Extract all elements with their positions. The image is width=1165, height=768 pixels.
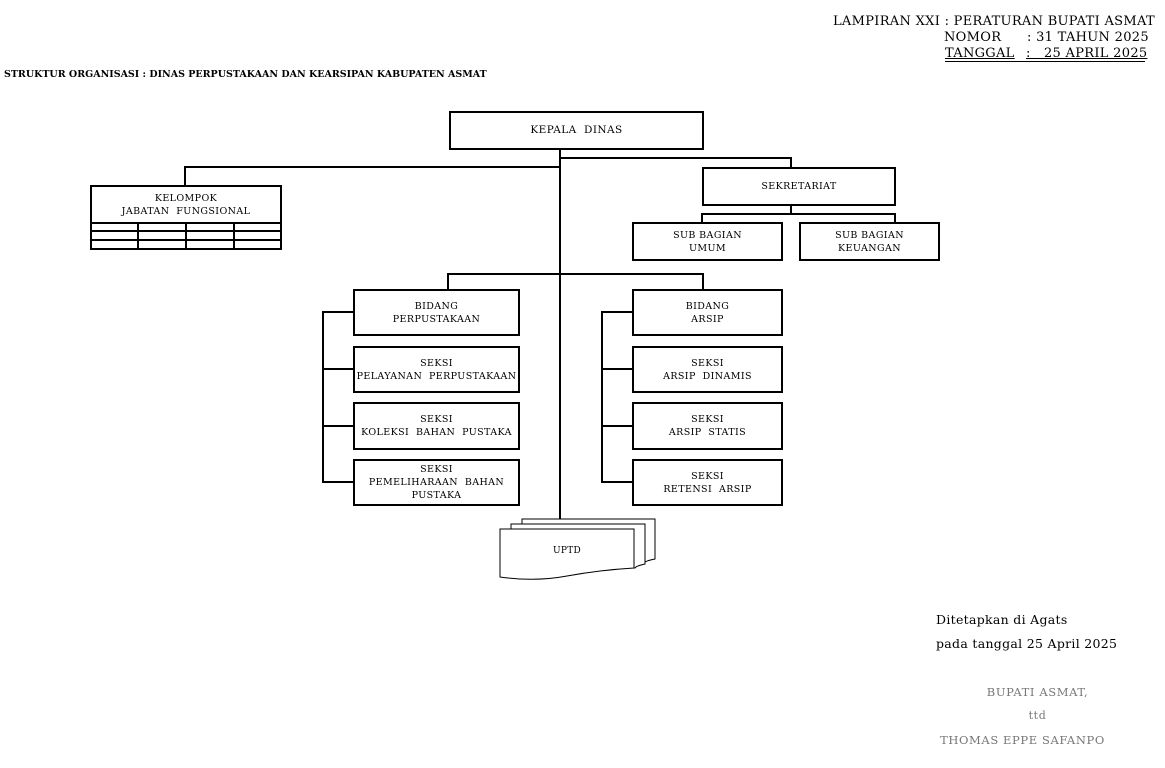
seksi-retensi-line2: RETENSI ARSIP	[663, 483, 752, 495]
seksi-koleksi-bahan-pustaka-box: SEKSI KOLEKSI BAHAN PUSTAKA	[353, 402, 520, 450]
seksi-arsip-dinamis-box: SEKSI ARSIP DINAMIS	[632, 346, 783, 393]
seksi-dinamis-line1: SEKSI	[691, 357, 724, 369]
kelompok-header: KELOMPOK JABATAN FUNGSIONAL	[90, 185, 282, 224]
header-nomor-label: NOMOR	[944, 30, 1002, 45]
seksi-pelayanan-line1: SEKSI	[420, 357, 453, 369]
header-tanggal-label: TANGGAL	[945, 46, 1015, 61]
sub-keuangan-line1: SUB BAGIAN	[835, 229, 904, 241]
bidang-arsip-box: BIDANG ARSIP	[632, 289, 783, 336]
footer-place: Ditetapkan di Agats	[936, 612, 1068, 627]
header-tanggal-value: : 25 APRIL 2025	[1026, 46, 1148, 61]
seksi-koleksi-line2: KOLEKSI BAHAN PUSTAKA	[361, 427, 512, 438]
uptd-document-stack	[499, 518, 656, 580]
seksi-arsip-statis-box: SEKSI ARSIP STATIS	[632, 402, 783, 450]
uptd-label: UPTD	[552, 546, 582, 556]
seksi-statis-line1: SEKSI	[691, 414, 724, 425]
kepala-dinas-label: KEPALA DINAS	[530, 124, 623, 136]
footer-ttd: ttd	[1028, 709, 1047, 722]
seksi-dinamis-line2: ARSIP DINAMIS	[663, 370, 752, 382]
sub-bagian-umum-box: SUB BAGIAN UMUM	[632, 222, 783, 261]
header-lampiran: LAMPIRAN XXI : PERATURAN BUPATI ASMAT	[833, 14, 1155, 29]
seksi-koleksi-line1: SEKSI	[420, 414, 453, 425]
seksi-retensi-arsip-box: SEKSI RETENSI ARSIP	[632, 459, 783, 506]
kepala-dinas-box: KEPALA DINAS	[449, 111, 704, 150]
bidang-perpustakaan-line1: BIDANG	[414, 300, 459, 312]
seksi-retensi-line1: SEKSI	[691, 470, 724, 482]
header-nomor-value: : 31 TAHUN 2025	[1027, 30, 1149, 45]
seksi-pelayanan-perpustakaan-box: SEKSI PELAYANAN PERPUSTAKAAN	[353, 346, 520, 393]
bidang-arsip-line2: ARSIP	[691, 313, 724, 325]
kelompok-jabatan-fungsional-box: KELOMPOK JABATAN FUNGSIONAL	[90, 185, 282, 251]
kelompok-line1: KELOMPOK	[154, 192, 218, 204]
seksi-pemeliharaan-line1: SEKSI	[420, 464, 453, 475]
sub-bagian-keuangan-box: SUB BAGIAN KEUANGAN	[799, 222, 940, 261]
kelompok-line2: JABATAN FUNGSIONAL	[121, 205, 251, 217]
sub-umum-line2: UMUM	[688, 242, 727, 254]
footer-official: BUPATI ASMAT,	[986, 685, 1089, 699]
footer-date: pada tanggal 25 April 2025	[936, 636, 1118, 651]
footer-name: THOMAS EPPE SAFANPO	[940, 733, 1105, 747]
seksi-pelayanan-line2: PELAYANAN PERPUSTAKAAN	[356, 370, 517, 382]
bidang-perpustakaan-line2: PERPUSTAKAAN	[392, 313, 481, 325]
sub-keuangan-line2: KEUANGAN	[838, 242, 901, 254]
seksi-pemeliharaan-line2: PEMELIHARAAN BAHAN	[368, 477, 505, 488]
bidang-perpustakaan-box: BIDANG PERPUSTAKAAN	[353, 289, 520, 336]
sekretariat-box: SEKRETARIAT	[702, 167, 896, 206]
chart-title: STRUKTUR ORGANISASI : DINAS PERPUSTAKAAN…	[4, 69, 487, 80]
bidang-arsip-line1: BIDANG	[685, 300, 730, 312]
sub-umum-line1: SUB BAGIAN	[673, 229, 742, 241]
kelompok-grid	[90, 222, 282, 250]
sekretariat-label: SEKRETARIAT	[761, 181, 837, 192]
seksi-pemeliharaan-line3: PUSTAKA	[411, 490, 462, 501]
header-underline	[945, 61, 1145, 62]
seksi-pemeliharaan-bahan-pustaka-box: SEKSI PEMELIHARAAN BAHAN PUSTAKA	[353, 459, 520, 506]
seksi-statis-line2: ARSIP STATIS	[668, 427, 747, 438]
